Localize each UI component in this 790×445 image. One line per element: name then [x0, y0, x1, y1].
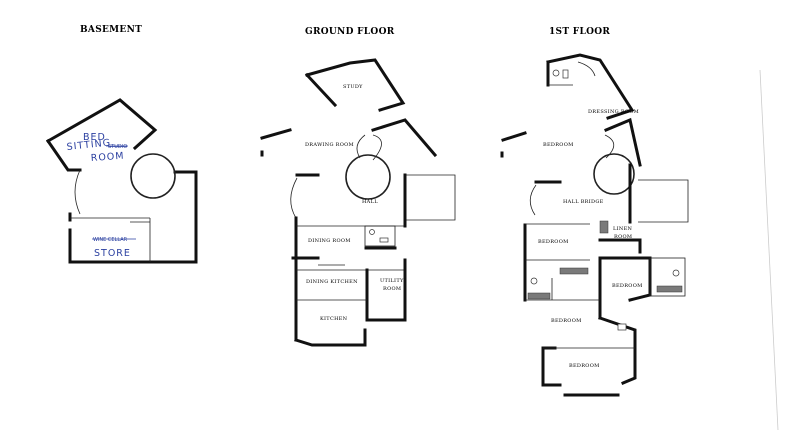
room-bedroom-1: BEDROOM [543, 142, 574, 148]
basement-walls [45, 98, 198, 264]
room-utility-line1: UTILITY [380, 278, 404, 284]
room-linen-line1: LINEN [613, 226, 633, 232]
ground-floor-walls [260, 58, 456, 347]
basement-struck-label: STUDIO [108, 144, 127, 150]
first-stair-circle [593, 153, 635, 195]
first-floor-plan: 1ST FLOOR [500, 27, 689, 397]
basement-hand-sitting: SITTING [66, 137, 111, 153]
room-bedroom-5: BEDROOM [569, 363, 600, 369]
room-hall: HALL [362, 199, 378, 205]
basement-stair-circle [130, 153, 176, 199]
ground-stair-circle [345, 154, 391, 200]
room-kitchen: KITCHEN [320, 316, 348, 322]
first-floor-walls [500, 53, 689, 397]
room-hall-bridge: HALL BRIDGE [563, 199, 604, 205]
room-dining-room: DINING ROOM [308, 238, 351, 244]
basement-hand-room: ROOM [90, 151, 124, 164]
ground-floor-plan: GROUND FLOOR STU [260, 27, 456, 347]
basement-plan: BASEMENT BED SITTING STUDIO ROOM WINE CE… [45, 25, 198, 264]
basement-hand-store: STORE [94, 248, 131, 259]
room-bedroom-2: BEDROOM [538, 239, 569, 245]
basement-struck-cellar: WINE CELLAR [93, 237, 128, 243]
room-bedroom-3: BEDROOM [612, 283, 643, 289]
basement-hand-bed: BED [83, 132, 106, 143]
scan-edge-line [759, 69, 779, 431]
basement-title: BASEMENT [80, 25, 142, 35]
room-bedroom-4: BEDROOM [551, 318, 582, 324]
room-dressing-room: DRESSING ROOM [588, 109, 639, 115]
room-dining-kitchen: DINING KITCHEN [306, 279, 358, 285]
room-drawing-room: DRAWING ROOM [305, 142, 354, 148]
ground-floor-title: GROUND FLOOR [305, 27, 395, 37]
room-study: STUDY [343, 84, 363, 90]
first-floor-title: 1ST FLOOR [549, 27, 610, 37]
room-utility-line2: ROOM [383, 286, 401, 292]
room-linen-line2: ROOM [614, 234, 632, 240]
